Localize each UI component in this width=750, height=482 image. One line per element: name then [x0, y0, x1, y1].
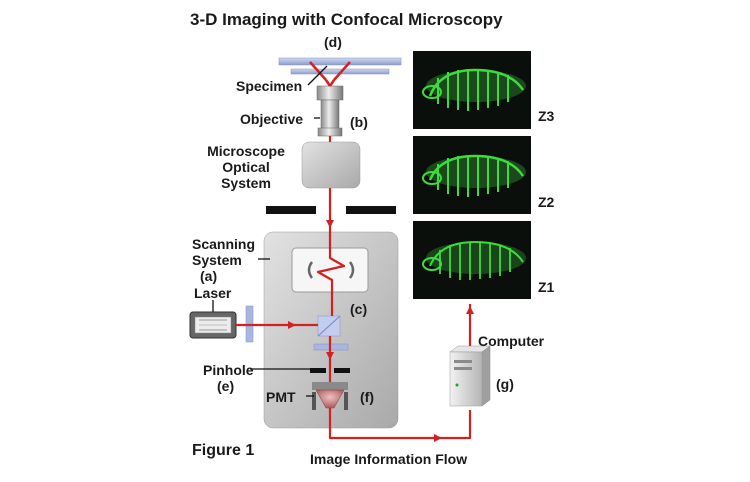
beam-splitter	[317, 315, 341, 337]
laser-source	[189, 311, 237, 339]
pinhole-plate-left	[310, 368, 326, 373]
label-z2: Z2	[538, 194, 555, 210]
image-information-flow-label: Image Information Flow	[310, 451, 468, 467]
label-microscope-line2: Optical	[222, 159, 270, 175]
scan-mirror-left	[307, 261, 314, 279]
figure-caption: Figure 1	[192, 442, 255, 459]
scan-mirror-right	[348, 261, 355, 279]
label-specimen: Specimen	[236, 78, 303, 94]
pinhole-plate-right	[334, 368, 350, 373]
label-z1: Z1	[538, 279, 555, 295]
leader-lines	[212, 65, 328, 397]
z3-image	[413, 51, 531, 129]
label-computer: Computer	[478, 333, 545, 349]
label-objective: Objective	[240, 111, 304, 127]
label-scanning-line1: Scanning	[192, 236, 256, 252]
label-a: (a)	[200, 268, 218, 284]
aperture-bar-left	[266, 206, 316, 214]
pmt-detector	[312, 382, 348, 410]
label-microscope-line1: Microscope	[207, 143, 285, 159]
label-d: (d)	[324, 34, 342, 50]
computer-tower	[449, 345, 491, 407]
label-g: (g)	[496, 376, 514, 392]
light-path-arrows	[288, 220, 474, 442]
diagram-title: 3-D Imaging with Confocal Microscopy	[190, 10, 503, 29]
label-scanning-system: Scanning System	[192, 236, 255, 268]
label-pinhole: Pinhole	[203, 362, 254, 378]
label-e: (e)	[217, 378, 235, 394]
microscope-optical-system	[301, 141, 361, 189]
label-c: (c)	[350, 301, 368, 317]
z1-image	[413, 221, 531, 299]
label-microscope-line3: System	[221, 175, 271, 191]
z2-image	[413, 136, 531, 214]
label-b: (b)	[350, 114, 368, 130]
objective-lens	[316, 85, 344, 137]
aperture-bar-right	[346, 206, 396, 214]
label-microscope-optical-system: Microscope Optical System	[204, 143, 288, 191]
label-pmt: PMT	[266, 389, 296, 405]
label-laser: Laser	[194, 285, 232, 301]
label-z3: Z3	[538, 108, 555, 124]
label-f: (f)	[360, 389, 374, 405]
label-scanning-line2: System	[192, 252, 242, 268]
